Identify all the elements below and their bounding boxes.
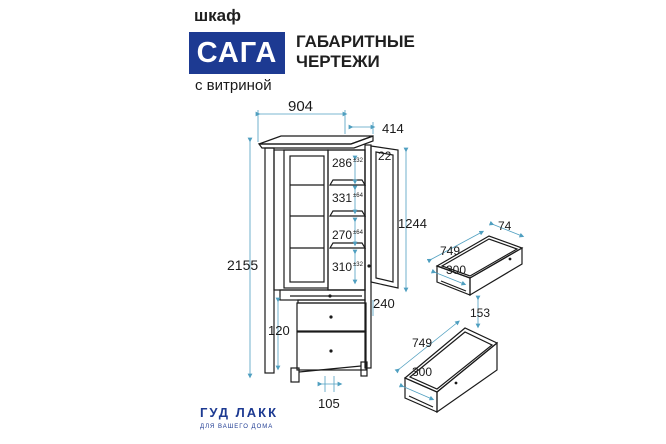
leg-width-label: 105 [318,396,340,411]
company-tagline: ДЛЯ ВАШЕГО ДОМА [200,424,274,430]
showcase-left-door [283,149,329,289]
height-label: 2155 [227,257,258,273]
shelf-2-label: 331 [332,191,352,205]
door-offset-label: 22 [378,149,392,163]
drawer-handles [328,264,371,353]
shelf-2-tolerance: ±64 [353,193,364,199]
shelf-3-label: 270 [332,228,352,242]
shelf-3-tolerance: ±64 [353,230,364,236]
small-drawer-depth: 749 [440,244,460,258]
cabinet-outline [257,135,399,383]
shelf-4-tolerance: ±32 [353,262,364,268]
large-drawer-height: 153 [470,306,490,320]
brand-box [189,32,285,74]
brand-name: САГА [196,37,278,69]
drawer-section-label: 240 [373,296,395,311]
large-drawer-depth: 749 [412,336,432,350]
heading-line-1: ГАБАРИТНЫЕ [296,32,415,51]
shelf-1-label: 286 [332,156,352,170]
small-drawer-width: 300 [446,263,466,277]
lower-drawer-front [296,331,367,371]
showcase-height-label: 1244 [398,216,427,231]
small-drawer-height: 74 [498,219,512,233]
shelf-1-tolerance: ±32 [353,158,364,164]
width-label: 904 [288,98,313,115]
plinth-label: 120 [268,323,290,338]
shelf-4-label: 310 [332,260,352,274]
category-label: шкаф [194,6,242,25]
heading-line-2: ЧЕРТЕЖИ [296,52,380,71]
showcase-right-door-open [370,145,399,289]
product-subtitle: с витриной [195,77,272,94]
cabinet-left-side [264,147,275,374]
large-drawer-width: 300 [412,365,432,379]
upper-drawer-front [296,302,367,332]
depth-label: 414 [382,121,404,136]
page-heading: ГАБАРИТНЫЕ ЧЕРТЕЖИ [296,32,415,72]
company-logo: ГУД ЛАКК [200,405,279,420]
